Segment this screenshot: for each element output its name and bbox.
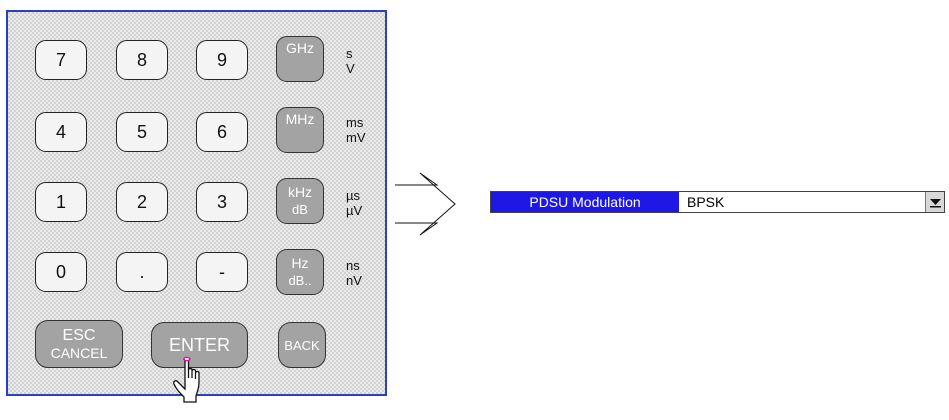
esc-label: ESC bbox=[62, 326, 96, 344]
pointing-hand-icon bbox=[173, 356, 200, 403]
key-8[interactable]: 8 bbox=[116, 40, 168, 80]
key-2-label: 2 bbox=[136, 191, 147, 212]
key-5[interactable]: 5 bbox=[116, 112, 168, 152]
key-8-label: 8 bbox=[136, 49, 147, 70]
key-1[interactable]: 1 bbox=[35, 182, 87, 222]
cancel-label: CANCEL bbox=[50, 344, 108, 361]
keypad-panel: 7 8 9 4 5 6 1 2 3 0 . - GHz s V MHz ms m… bbox=[6, 10, 387, 396]
key-7-label: 7 bbox=[55, 49, 66, 70]
unit-labels-mhz: ms mV bbox=[346, 115, 366, 145]
unit-label-us: µs bbox=[346, 188, 360, 203]
unit-label-mv: mV bbox=[346, 130, 366, 145]
key-9-label: 9 bbox=[216, 49, 227, 70]
key-khz-label: kHz bbox=[287, 184, 313, 200]
key-3-label: 3 bbox=[216, 191, 227, 212]
unit-labels-khz: µs µV bbox=[346, 188, 362, 218]
back-button[interactable]: BACK bbox=[278, 322, 326, 368]
dropdown-arrow-icon bbox=[929, 198, 941, 207]
key-khz[interactable]: kHz dB bbox=[276, 178, 324, 224]
unit-label-uv: µV bbox=[346, 203, 363, 218]
enter-button[interactable]: ENTER bbox=[151, 322, 248, 368]
key-4-label: 4 bbox=[55, 121, 66, 142]
key-3[interactable]: 3 bbox=[196, 182, 248, 222]
key-6[interactable]: 6 bbox=[196, 112, 248, 152]
key-decimal-point-label: . bbox=[139, 261, 145, 282]
key-minus[interactable]: - bbox=[196, 252, 248, 292]
key-hz-db-label: dB.. bbox=[288, 273, 312, 288]
key-hz[interactable]: Hz dB.. bbox=[276, 249, 324, 295]
key-mhz[interactable]: MHz bbox=[276, 107, 324, 153]
arrow-icon bbox=[395, 172, 456, 236]
key-5-label: 5 bbox=[136, 121, 147, 142]
key-7[interactable]: 7 bbox=[35, 40, 87, 80]
key-1-label: 1 bbox=[55, 191, 66, 212]
key-4[interactable]: 4 bbox=[35, 112, 87, 152]
key-9[interactable]: 9 bbox=[196, 40, 248, 80]
key-ghz-label: GHz bbox=[286, 40, 314, 56]
key-hz-label: Hz bbox=[291, 255, 309, 271]
key-2[interactable]: 2 bbox=[116, 182, 168, 222]
unit-labels-ghz: s V bbox=[346, 46, 355, 76]
pdsu-modulation-field[interactable]: PDSU Modulation BPSK bbox=[490, 191, 945, 213]
unit-label-v: V bbox=[346, 61, 355, 76]
back-label: BACK bbox=[284, 337, 320, 353]
unit-label-nv: nV bbox=[346, 273, 362, 288]
unit-labels-hz: ns nV bbox=[346, 258, 362, 288]
unit-label-ms: ms bbox=[346, 115, 364, 130]
key-0[interactable]: 0 bbox=[35, 252, 87, 292]
key-mhz-label: MHz bbox=[285, 111, 315, 127]
enter-label: ENTER bbox=[168, 334, 230, 355]
dropdown-button[interactable] bbox=[925, 192, 944, 212]
key-ghz[interactable]: GHz bbox=[276, 36, 324, 82]
field-label: PDSU Modulation bbox=[491, 192, 679, 212]
key-minus-label: - bbox=[219, 261, 225, 282]
esc-cancel-button[interactable]: ESC CANCEL bbox=[35, 320, 123, 368]
key-decimal-point[interactable]: . bbox=[116, 252, 168, 292]
unit-label-ns: ns bbox=[346, 258, 360, 273]
unit-label-s: s bbox=[346, 46, 353, 61]
key-khz-db-label: dB bbox=[292, 202, 308, 217]
field-value: BPSK bbox=[687, 194, 725, 210]
key-6-label: 6 bbox=[216, 121, 227, 142]
key-0-label: 0 bbox=[55, 261, 66, 282]
